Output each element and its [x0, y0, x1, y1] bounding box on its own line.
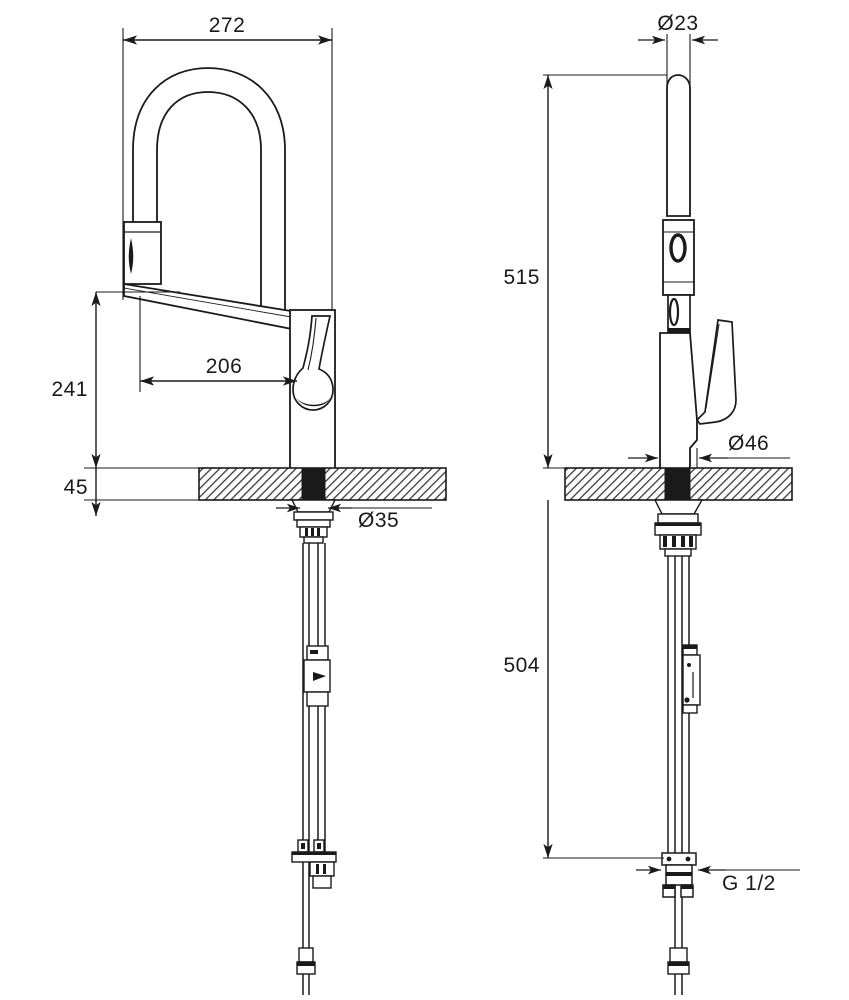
mounting-hardware-left-detail — [305, 528, 320, 536]
lever-handle-shadow — [297, 398, 330, 407]
mounting-hardware-right-detail — [655, 523, 701, 547]
hose-end-fitting-left-band — [297, 962, 315, 966]
hose-weight-clip-left-detail — [310, 650, 326, 681]
wand-slot-icon — [668, 297, 680, 327]
left-view-group: 272 — [51, 14, 447, 995]
spray-head-button-icon — [128, 238, 134, 274]
countertop-left-view — [198, 467, 447, 501]
dim-206-label: 206 — [206, 355, 243, 378]
dim-241-extension-lines — [84, 291, 200, 469]
hose-clip-right-detail — [683, 645, 697, 703]
lower-connector-left-detail — [292, 843, 336, 874]
dim-272-label: 272 — [209, 14, 246, 37]
lever-handle-right-view — [695, 319, 737, 425]
wand-collar-band — [668, 328, 690, 333]
spray-head-wand-right-view — [662, 74, 695, 296]
mounting-hardware-right-view — [653, 499, 704, 557]
hose-clip-right-view — [682, 644, 701, 714]
dim-241-label: 241 — [51, 378, 88, 401]
dim-g12-label: G 1/2 — [722, 872, 776, 895]
dim-d35-label: Ø35 — [358, 509, 399, 532]
lever-handle-side-profile — [292, 315, 334, 411]
dim-d46-label: Ø46 — [728, 432, 769, 455]
tap-body-right-view — [659, 332, 698, 471]
dim-515-label: 515 — [503, 266, 540, 289]
dim-d23-label: Ø23 — [657, 12, 698, 35]
dim-504-extension-lines — [543, 467, 664, 859]
dim-504-label: 504 — [503, 654, 540, 677]
spray-mode-button-icon — [669, 233, 687, 263]
thread-connector-detail — [663, 856, 693, 889]
dim-d46-extension-lines — [659, 448, 698, 468]
countertop-right-view — [564, 467, 793, 501]
hose-end-fitting-right-band — [668, 962, 689, 966]
dim-45-label: 45 — [64, 476, 88, 499]
hose-end-fitting-left-view — [296, 947, 316, 975]
gooseneck-spout-outline — [132, 67, 286, 312]
hose-end-fitting-right-view — [667, 947, 690, 975]
right-view-group: Ø23 Ø46 — [503, 12, 800, 995]
